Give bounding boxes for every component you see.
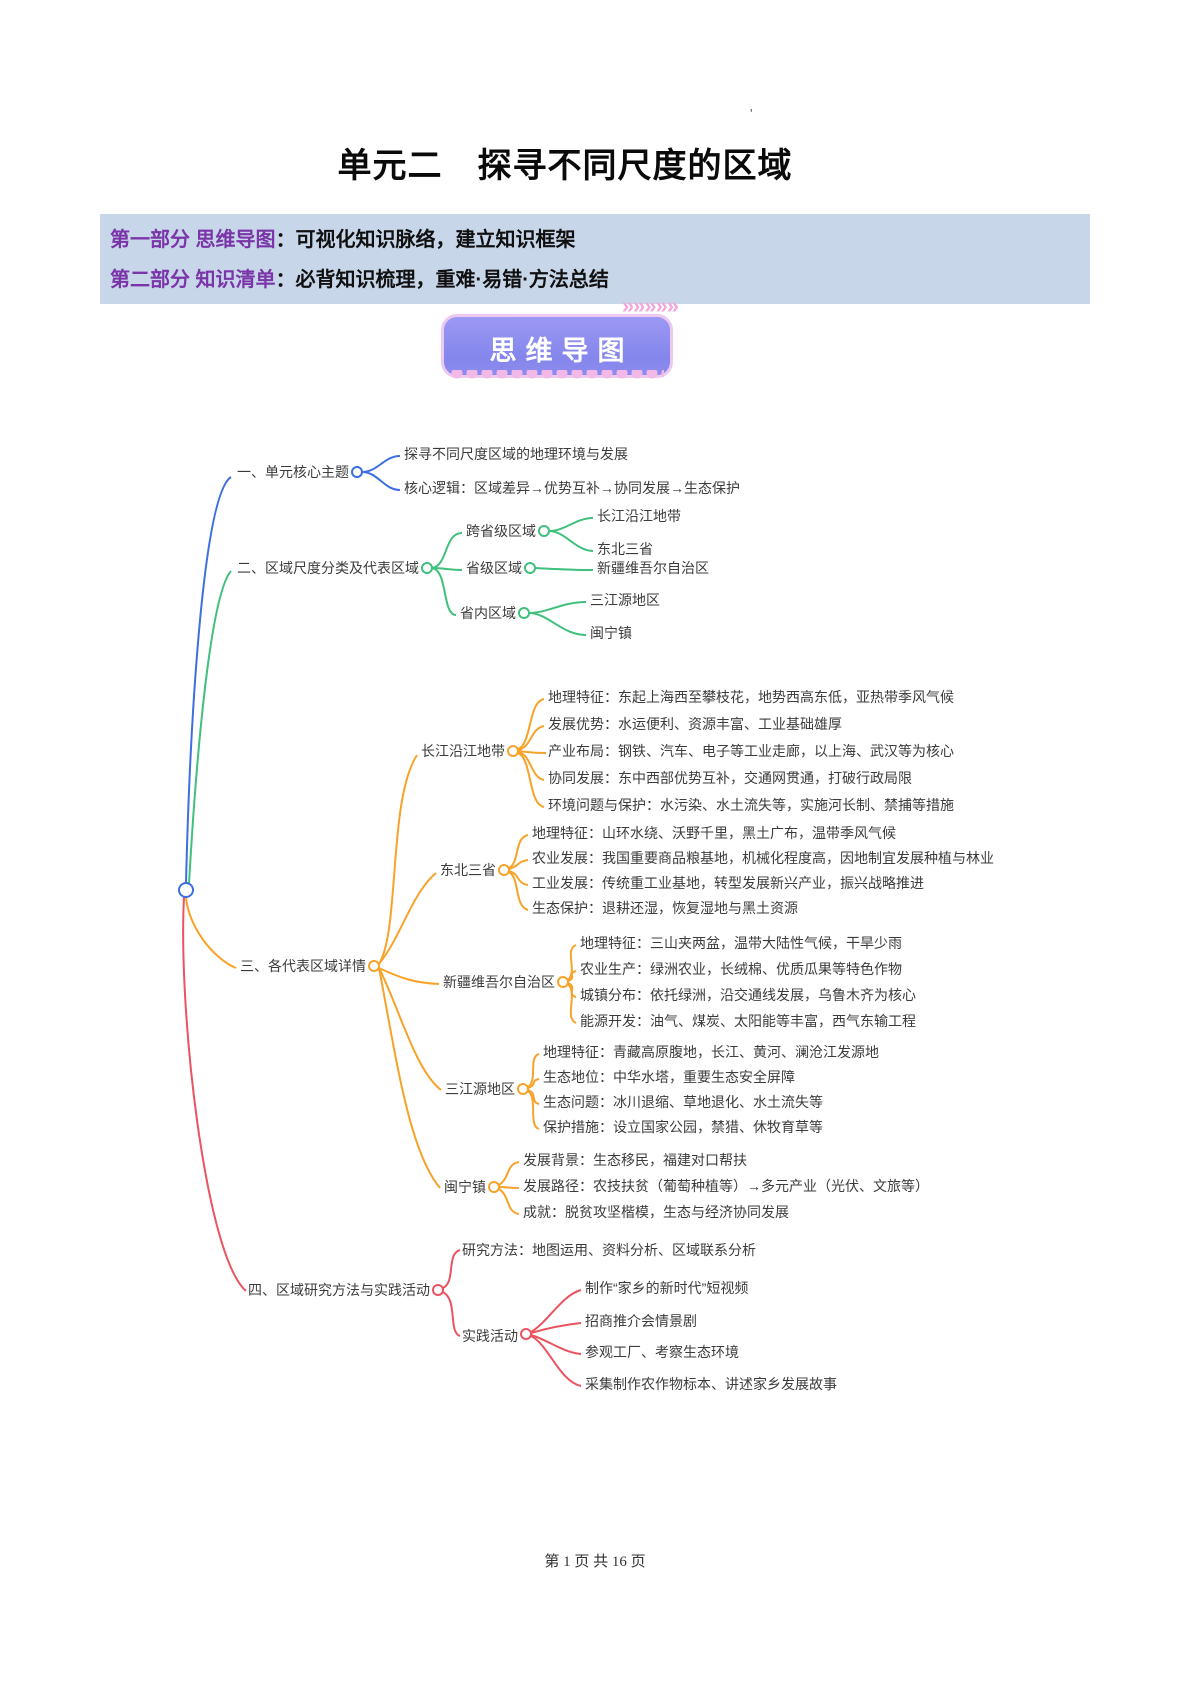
- branch-3-label: 三、各代表区域详情: [240, 958, 366, 974]
- parts-overview-box: 第一部分 思维导图：可视化知识脉络，建立知识框架 第二部分 知识清单：必背知识梳…: [100, 214, 1090, 304]
- region-detail: 生态保护：退耕还湿，恢复湿地与黑土资源: [532, 900, 798, 916]
- branch-region-detail-lines: [185, 698, 577, 1215]
- practice-item: 制作“家乡的新时代”短视频: [585, 1280, 749, 1296]
- region-detail: 地理特征：三山夹两盆，温带大陆性气候，干旱少雨: [580, 935, 902, 951]
- b2-group-label: 跨省级区域: [466, 523, 536, 539]
- practice-item: 采集制作农作物标本、讲述家乡发展故事: [585, 1376, 837, 1392]
- region-label: 长江沿江地带: [421, 743, 505, 759]
- region-label: 闽宁镇: [444, 1179, 486, 1195]
- region-label: 新疆维吾尔自治区: [443, 974, 555, 990]
- region-detail: 地理特征：青藏高原腹地，长江、黄河、澜沧江发源地: [543, 1044, 879, 1060]
- region-detail: 产业布局：钢铁、汽车、电子等工业走廊，以上海、武汉等为核心: [548, 743, 954, 759]
- region-detail: 农业生产：绿洲农业，长绒棉、优质瓜果等特色作物: [580, 961, 902, 977]
- part-1-label: 第一部分 思维导图: [110, 229, 276, 251]
- part-row-1: 第一部分 思维导图：可视化知识脉络，建立知识框架: [110, 227, 576, 253]
- b1-leaf: 探寻不同尺度区域的地理环境与发展: [404, 446, 628, 462]
- region-detail: 环境问题与保护：水污染、水土流失等，实施河长制、禁捕等措施: [548, 797, 954, 813]
- b2-group-label: 省内区域: [460, 605, 516, 621]
- b2-leaf: 长江沿江地带: [597, 508, 681, 524]
- b1-leaf: 核心逻辑：区域差异→优势互补→协同发展→生态保护: [404, 480, 740, 496]
- part-row-2: 第二部分 知识清单：必背知识梳理，重难·易错·方法总结: [110, 267, 609, 293]
- region-detail: 生态问题：冰川退缩、草地退化、水土流失等: [543, 1094, 823, 1110]
- region-detail: 发展背景：生态移民，福建对口帮扶: [523, 1152, 747, 1168]
- b2-group-label: 省级区域: [466, 560, 522, 576]
- part-1-text: ：可视化知识脉络，建立知识框架: [275, 229, 576, 251]
- mindmap-node-dots: [178, 466, 569, 1340]
- part-2-text: ：必背知识梳理，重难·易错·方法总结: [275, 269, 609, 291]
- research-method: 研究方法：地图运用、资料分析、区域联系分析: [462, 1242, 756, 1258]
- region-detail: 协同发展：东中西部优势互补，交通网贯通，打破行政局限: [548, 770, 912, 786]
- page-number: 第 1 页 共 16 页: [544, 1554, 646, 1570]
- region-detail: 能源开发：油气、煤炭、太阳能等丰富，西气东输工程: [580, 1013, 916, 1029]
- part-2-label: 第二部分 知识清单: [110, 269, 276, 291]
- practice-label: 实践活动: [462, 1328, 518, 1344]
- branch-2-label: 二、区域尺度分类及代表区域: [237, 560, 419, 576]
- mindmap: 一、单元核心主题 探寻不同尺度区域的地理环境与发展 核心逻辑：区域差异→优势互补…: [0, 420, 1190, 1420]
- scallop-decoration: [450, 370, 664, 382]
- region-detail: 成就：脱贫攻坚楷模，生态与经济协同发展: [523, 1204, 789, 1220]
- practice-item: 参观工厂、考察生态环境: [585, 1344, 739, 1360]
- region-detail: 地理特征：东起上海西至攀枝花，地势西高东低，亚热带季风气候: [548, 689, 954, 705]
- region-detail: 生态地位：中华水塔，重要生态安全屏障: [543, 1069, 795, 1085]
- region-label: 东北三省: [440, 862, 496, 878]
- region-label: 三江源地区: [445, 1081, 515, 1097]
- practice-item: 招商推介会情景剧: [585, 1313, 697, 1329]
- branch-research-practice-lines: [182, 896, 582, 1387]
- branch-core-theme-lines: [185, 455, 401, 884]
- region-detail: 发展优势：水运便利、资源丰富、工业基础雄厚: [548, 716, 842, 732]
- mindmap-section-badge: »»»»» 思维导图: [441, 293, 679, 382]
- region-detail: 城镇分布：依托绿洲，沿交通线发展，乌鲁木齐为核心: [580, 987, 916, 1003]
- b2-leaf: 新疆维吾尔自治区: [597, 560, 709, 576]
- region-detail: 工业发展：传统重工业基地，转型发展新兴产业，振兴战略推进: [532, 875, 924, 891]
- mindmap-connectors: [178, 455, 594, 1387]
- badge-label: 思维导图: [489, 336, 634, 366]
- branch-scale-classify-lines: [188, 517, 594, 885]
- stray-mark: ': [750, 106, 753, 121]
- b2-leaf: 三江源地区: [590, 592, 660, 608]
- region-detail: 农业发展：我国重要商品粮基地，机械化程度高，因地制宜发展种植与林业: [532, 850, 994, 866]
- b2-leaf: 东北三省: [597, 541, 653, 557]
- region-detail: 地理特征：山环水绕、沃野千里，黑土广布，温带季风气候: [532, 825, 896, 841]
- branch-4-label: 四、区域研究方法与实践活动: [248, 1282, 430, 1298]
- b2-leaf: 闽宁镇: [590, 625, 632, 641]
- page-title: 单元二 探寻不同尺度的区域: [337, 147, 793, 185]
- region-detail: 保护措施：设立国家公园，禁猎、休牧育草等: [543, 1119, 823, 1135]
- chevrons-decoration: »»»»»: [621, 293, 679, 318]
- region-detail: 发展路径：农技扶贫（葡萄种植等）→多元产业（光伏、文旅等）: [523, 1178, 929, 1194]
- branch-1-label: 一、单元核心主题: [237, 464, 349, 480]
